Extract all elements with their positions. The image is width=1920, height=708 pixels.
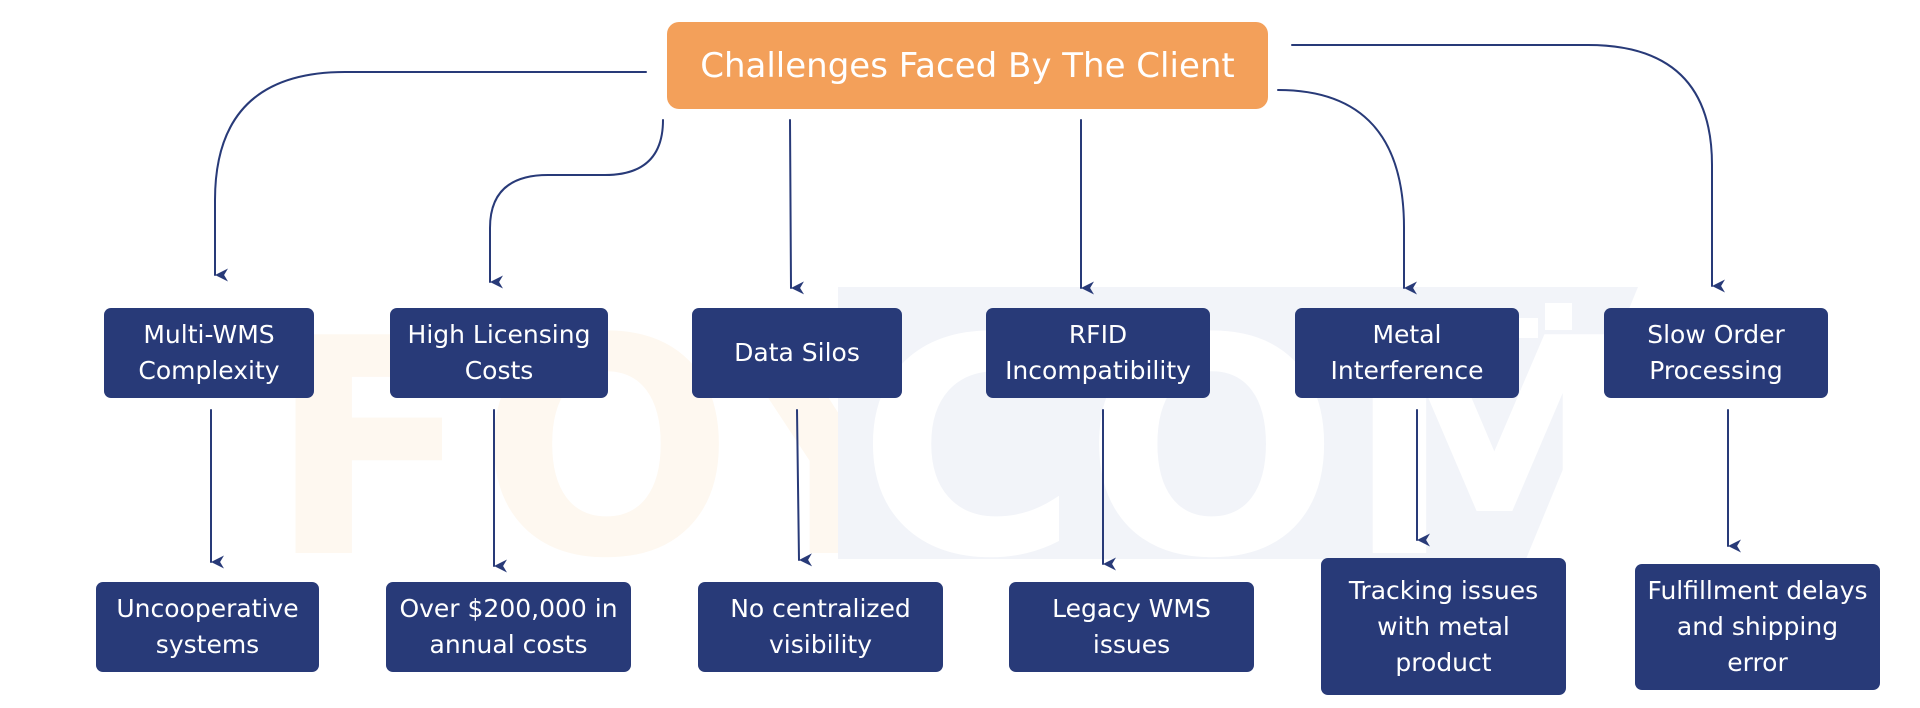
- effect-node: No centralized visibility: [698, 582, 943, 672]
- connector-arrow: [796, 409, 813, 567]
- watermark-square: [1565, 340, 1585, 360]
- effect-node: Tracking issues with metal product: [1321, 558, 1566, 695]
- challenge-node: Slow Order Processing: [1604, 308, 1828, 398]
- connector-arrow: [789, 119, 805, 295]
- connector-arrow: [214, 71, 647, 282]
- connector-arrow: [1291, 44, 1725, 293]
- effect-node: Uncooperative systems: [96, 582, 319, 672]
- challenge-node: Data Silos: [692, 308, 902, 398]
- challenge-node: RFID Incompatibility: [986, 308, 1210, 398]
- challenge-node: Multi-WMS Complexity: [104, 308, 314, 398]
- watermark-square: [1540, 348, 1559, 367]
- watermark-square: [1518, 318, 1538, 338]
- challenge-node: Metal Interference: [1295, 308, 1519, 398]
- effect-node: Legacy WMS issues: [1009, 582, 1254, 672]
- diagram-title: Challenges Faced By The Client: [667, 22, 1268, 109]
- watermark-square: [1545, 303, 1572, 330]
- effect-node: Fulfillment delays and shipping error: [1635, 564, 1880, 690]
- challenge-node: High Licensing Costs: [390, 308, 608, 398]
- effect-node: Over $200,000 in annual costs: [386, 582, 631, 672]
- connector-arrow: [1277, 89, 1417, 295]
- connector-arrow: [489, 119, 664, 289]
